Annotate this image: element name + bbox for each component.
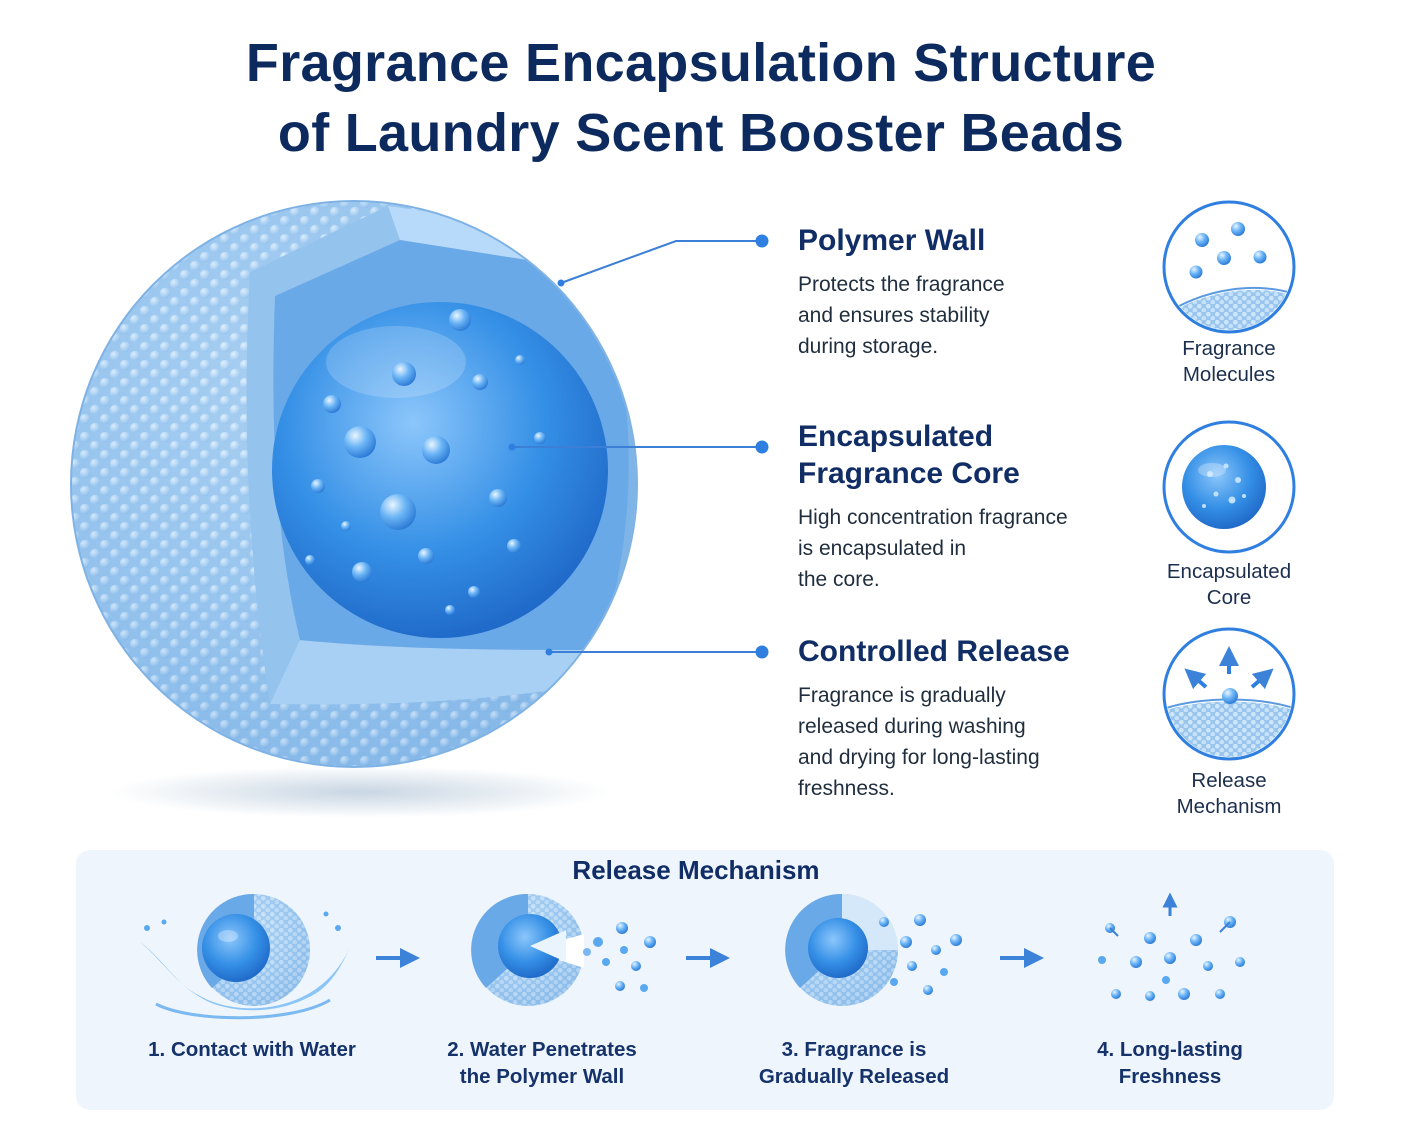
encapsulated-core-icon xyxy=(1162,420,1296,554)
leader-lines xyxy=(512,240,762,653)
feature-controlled-release: Controlled Release Fragrance is graduall… xyxy=(798,633,1138,804)
freshness-particles-icon xyxy=(1098,892,1245,1001)
title-line-2: of Laundry Scent Booster Beads xyxy=(277,103,1125,163)
bead-water-splash-icon xyxy=(140,893,350,1020)
step-label-1: 1. Contact with Water xyxy=(148,1038,356,1061)
step-label-3: 3. Fragrance is Gradually Released xyxy=(758,1038,950,1088)
feature-description: High concentration fragrance is encapsul… xyxy=(798,506,1068,591)
release-panel-title: Release Mechanism xyxy=(572,855,820,885)
bead-water-penetration-icon xyxy=(471,893,656,1006)
fragrance-core xyxy=(272,302,608,638)
step-label-4: 4. Long-lasting Freshness xyxy=(1097,1038,1243,1088)
side-label-encapsulated-core: Encapsulated Core xyxy=(1166,560,1292,609)
side-label-release-mechanism: Release Mechanism xyxy=(1176,769,1282,818)
feature-description: Fragrance is gradually released during w… xyxy=(798,684,1040,800)
core-bubbles xyxy=(305,309,546,615)
feature-description: Protects the fragrance and ensures stabi… xyxy=(798,273,1005,358)
bead-fragrance-release-icon xyxy=(785,893,962,1006)
feature-polymer-wall: Polymer Wall Protects the fragrance and … xyxy=(798,222,1138,362)
feature-title: Polymer Wall xyxy=(798,224,986,257)
title-line-1: Fragrance Encapsulation Structure xyxy=(245,33,1157,93)
side-label-fragrance-molecules: Fragrance Molecules xyxy=(1182,337,1276,386)
feature-title: Encapsulated Fragrance Core xyxy=(798,420,1020,490)
feature-title: Controlled Release xyxy=(798,635,1070,668)
step-label-2: 2. Water Penetrates the Polymer Wall xyxy=(447,1038,637,1088)
page-title: Fragrance Encapsulation Structure of Lau… xyxy=(0,28,1402,168)
main-bead-illustration xyxy=(70,200,638,818)
feature-fragrance-core: Encapsulated Fragrance Core High concent… xyxy=(798,418,1138,595)
leader-dots xyxy=(508,234,769,659)
